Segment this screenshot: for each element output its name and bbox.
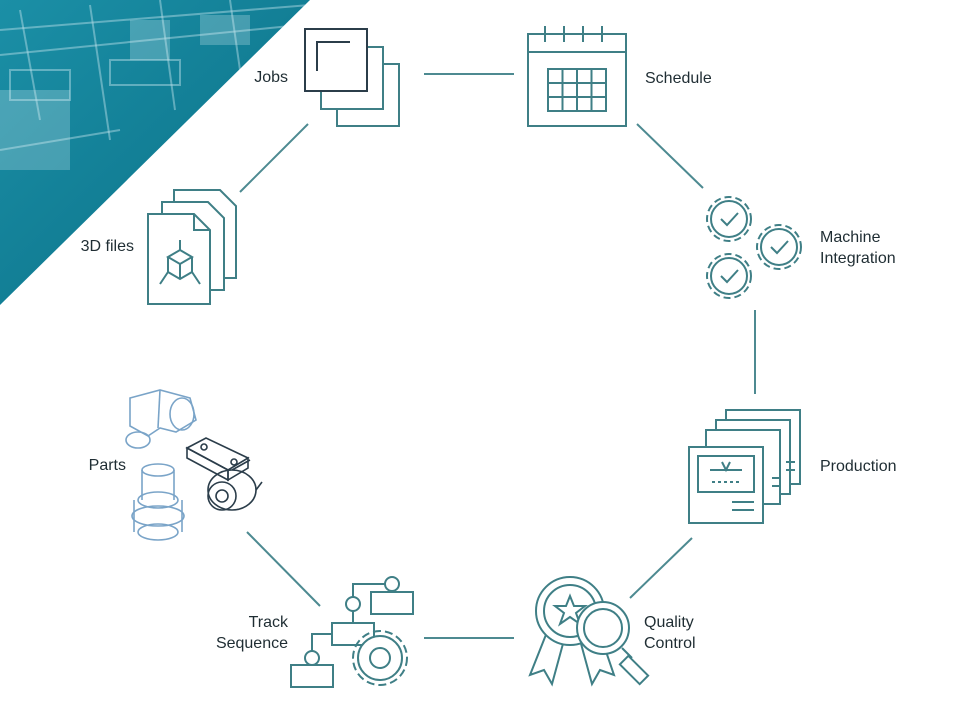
connector-production-quality xyxy=(629,537,693,599)
connector-lines xyxy=(239,73,756,639)
part-valve xyxy=(131,463,185,541)
label-3d-files: 3D files xyxy=(80,238,134,255)
part-clamp xyxy=(125,389,197,449)
part-cylinder xyxy=(207,459,263,511)
award-magnifier-icon xyxy=(528,576,650,687)
3d-file-stack-icon xyxy=(147,189,237,305)
part-block xyxy=(185,437,250,482)
label-schedule: Schedule xyxy=(645,70,712,87)
connector-files-jobs xyxy=(239,123,309,193)
label-quality-line2: Control xyxy=(644,635,696,652)
mechanical-parts-icon xyxy=(125,389,263,541)
machine-screens-icon xyxy=(688,409,801,524)
gear-check-top xyxy=(706,196,752,242)
label-quality-control: Quality Control xyxy=(644,612,696,654)
gear-check-right xyxy=(756,224,802,270)
flowchart-gear-icon xyxy=(290,576,414,688)
label-production: Production xyxy=(820,458,897,475)
gears-check-icon xyxy=(706,196,802,299)
cube-icon xyxy=(159,240,201,285)
calendar-icon xyxy=(527,26,627,127)
gear-check-bottom xyxy=(706,253,752,299)
label-parts: Parts xyxy=(88,457,126,474)
connector-track-parts xyxy=(246,531,321,607)
label-track-line1: Track xyxy=(248,614,288,631)
label-track-sequence: Track Sequence xyxy=(216,612,288,654)
label-jobs: Jobs xyxy=(254,69,288,86)
stacked-pages-icon xyxy=(304,28,400,127)
label-quality-line1: Quality xyxy=(644,614,694,631)
label-track-line2: Sequence xyxy=(215,635,288,652)
label-machine-line2: Integration xyxy=(820,250,896,267)
connector-schedule-machine xyxy=(636,123,704,189)
label-machine-integration: Machine Integration xyxy=(820,227,896,269)
label-machine-line1: Machine xyxy=(820,229,881,246)
